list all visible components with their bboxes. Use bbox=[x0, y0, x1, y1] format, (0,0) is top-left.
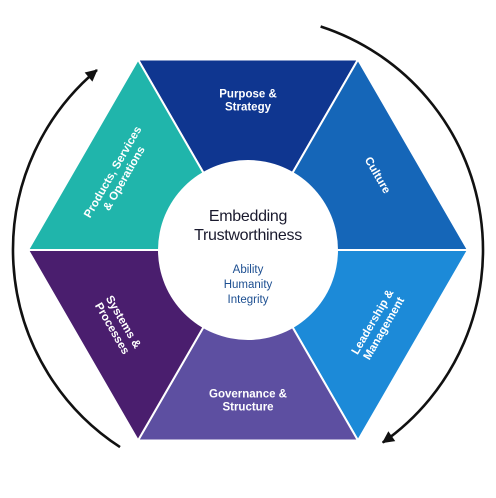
segment-label-purpose-line-2: Strategy bbox=[225, 102, 272, 114]
segment-label-governance-line-1: Governance & bbox=[209, 389, 287, 401]
segment-label-governance: Governance &Structure bbox=[209, 389, 287, 414]
cycle-arrows bbox=[11, 25, 485, 449]
cycle-arc-right bbox=[320, 25, 485, 444]
center-title-line-1: Embedding bbox=[209, 208, 287, 225]
segment-label-purpose: Purpose &Strategy bbox=[219, 89, 277, 114]
center-value-integrity: Integrity bbox=[228, 294, 269, 306]
segment-label-governance-line-2: Structure bbox=[222, 402, 273, 414]
cycle-arc-left bbox=[11, 68, 121, 449]
clockwise-arrow-bottom-icon bbox=[381, 431, 396, 444]
segment-label-purpose-line-1: Purpose & bbox=[219, 89, 277, 101]
clockwise-arrow-top-icon bbox=[84, 69, 98, 82]
center-value-ability: Ability bbox=[233, 264, 264, 276]
center-title-line-2: Trustworthiness bbox=[194, 227, 302, 244]
center-value-humanity: Humanity bbox=[224, 279, 273, 291]
center-circle bbox=[158, 160, 338, 340]
